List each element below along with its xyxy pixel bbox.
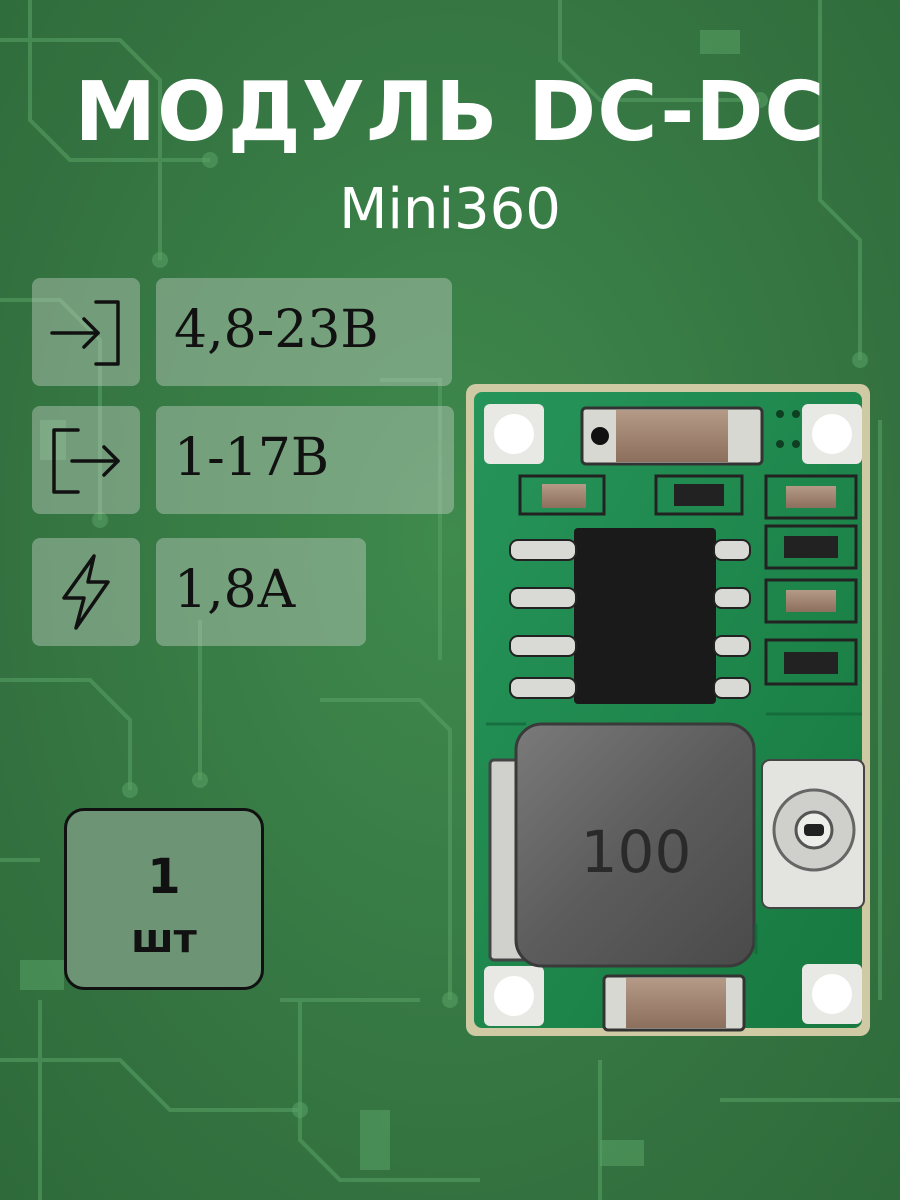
output-arrow-icon	[52, 428, 120, 494]
spec-output-voltage: 1-17В	[156, 406, 454, 514]
lightning-icon	[62, 554, 110, 630]
mounting-hole	[484, 404, 544, 464]
spec-current-value: 1,8А	[174, 560, 297, 620]
quantity-badge: 1 шт	[64, 808, 264, 990]
input-arrow-icon	[50, 300, 120, 366]
mounting-hole	[484, 966, 544, 1026]
ic-chip	[509, 528, 751, 704]
model-name: Mini360	[339, 177, 561, 242]
quantity-unit: шт	[131, 916, 197, 962]
mounting-hole	[802, 404, 862, 464]
inductor: 100	[488, 722, 756, 968]
spec-icon-box-input	[32, 278, 140, 386]
capacitor-top	[580, 406, 764, 466]
smd-resistor	[518, 474, 606, 516]
trimmer-potentiometer	[761, 759, 865, 909]
quantity-number: 1	[147, 849, 181, 905]
product-board-image: 100	[466, 384, 870, 1036]
spec-input-voltage-value: 4,8-23В	[174, 300, 379, 360]
spec-icon-box-output	[32, 406, 140, 514]
capacitor-bottom	[602, 974, 746, 1032]
spec-current: 1,8А	[156, 538, 366, 646]
smd-resistor	[654, 474, 744, 516]
spec-icon-box-current	[32, 538, 140, 646]
page-title: МОДУЛЬ DC-DC	[74, 65, 826, 160]
spec-output-voltage-value: 1-17В	[174, 428, 330, 488]
mounting-hole	[802, 964, 862, 1024]
spec-input-voltage: 4,8-23В	[156, 278, 452, 386]
inductor-marking: 100	[581, 818, 692, 886]
